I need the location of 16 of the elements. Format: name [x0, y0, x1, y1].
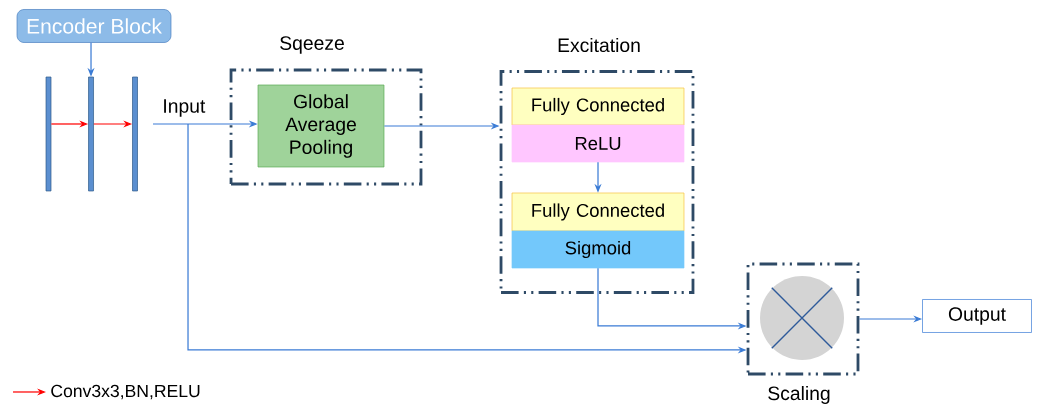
input-label: Input — [164, 99, 206, 117]
process-box: Global Average Pooling — [257, 84, 385, 168]
process-box: Output — [922, 299, 1032, 333]
group-title: Sqeeze — [280, 36, 344, 54]
process-box: Fully Connected — [511, 192, 685, 232]
layer-bar — [132, 76, 138, 192]
multiply-circle — [760, 276, 844, 360]
process-box: Fully Connected — [511, 87, 685, 126]
process-box: Sigmoid — [511, 230, 685, 269]
process-box: ReLU — [511, 124, 685, 163]
layer-bar — [88, 76, 94, 192]
group-title: Scaling — [768, 386, 830, 404]
legend-text: Conv3x3,BN,RELU — [51, 384, 200, 400]
layer-bar — [45, 76, 52, 192]
encoder-block-box: Encoder Block — [16, 9, 172, 43]
group-title: Excitation — [558, 37, 640, 53]
